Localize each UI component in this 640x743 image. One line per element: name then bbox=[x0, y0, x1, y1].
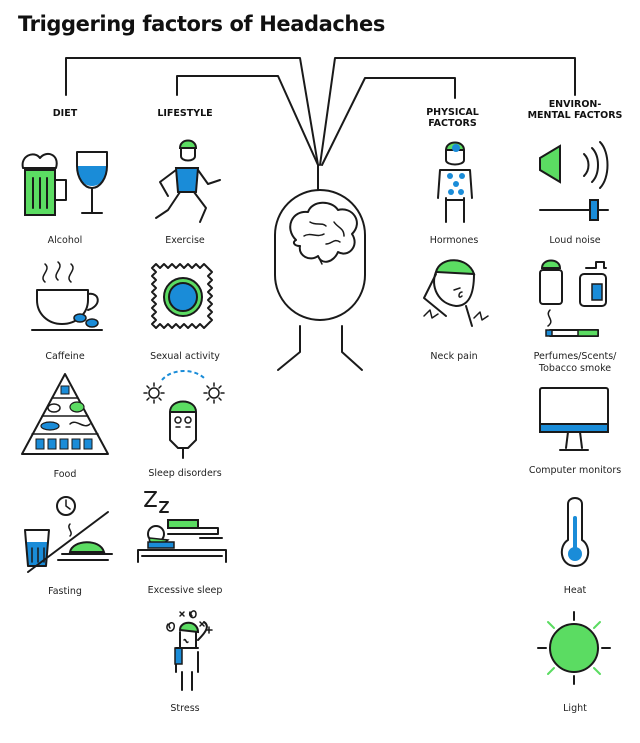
connector-lines bbox=[65, 57, 576, 191]
label-fasting: Fasting bbox=[48, 586, 82, 597]
condom-icon bbox=[151, 263, 213, 329]
label-loud-noise: Loud noise bbox=[549, 235, 601, 246]
category-lifestyle: LIFESTYLE bbox=[157, 108, 213, 119]
sleepless-head-icon bbox=[143, 370, 225, 459]
label-computer-monitors: Computer monitors bbox=[528, 465, 622, 476]
category-environmental: ENVIRON- MENTAL FACTORS bbox=[527, 99, 623, 121]
sun-icon bbox=[537, 611, 611, 685]
label-sexual-activity: Sexual activity bbox=[150, 351, 220, 362]
label-neck-pain: Neck pain bbox=[430, 351, 478, 362]
alcohol-icon bbox=[21, 151, 108, 216]
label-caffeine: Caffeine bbox=[45, 351, 85, 362]
stressed-person-icon bbox=[166, 610, 213, 691]
head-brain-icon bbox=[274, 189, 366, 371]
coffee-cup-icon bbox=[31, 261, 103, 331]
page-title: Triggering factors of Headaches bbox=[18, 12, 385, 36]
label-stress: Stress bbox=[170, 703, 200, 714]
speaker-icon bbox=[539, 141, 609, 221]
monitor-icon bbox=[539, 387, 609, 451]
food-pyramid-icon bbox=[21, 373, 109, 455]
label-alcohol: Alcohol bbox=[47, 235, 83, 246]
runner-icon bbox=[155, 139, 221, 223]
label-heat: Heat bbox=[563, 585, 587, 596]
fasting-icon bbox=[24, 496, 113, 573]
label-sleep-disorders: Sleep disorders bbox=[148, 468, 222, 479]
label-hormones: Hormones bbox=[429, 235, 479, 246]
thermometer-icon bbox=[560, 497, 590, 567]
label-perfumes-tobacco: Perfumes/Scents/ Tobacco smoke bbox=[533, 351, 617, 374]
category-physical: PHYSICAL FACTORS bbox=[426, 107, 479, 129]
hormones-icon bbox=[437, 141, 473, 223]
label-light: Light bbox=[563, 703, 587, 714]
neck-pain-icon bbox=[423, 259, 489, 327]
category-diet: DIET bbox=[52, 108, 78, 119]
perfume-smoke-icon bbox=[539, 259, 607, 337]
label-excessive-sleep: Excessive sleep bbox=[147, 585, 223, 596]
label-food: Food bbox=[53, 469, 77, 480]
label-exercise: Exercise bbox=[165, 235, 205, 246]
sleeping-person-icon bbox=[137, 491, 227, 563]
